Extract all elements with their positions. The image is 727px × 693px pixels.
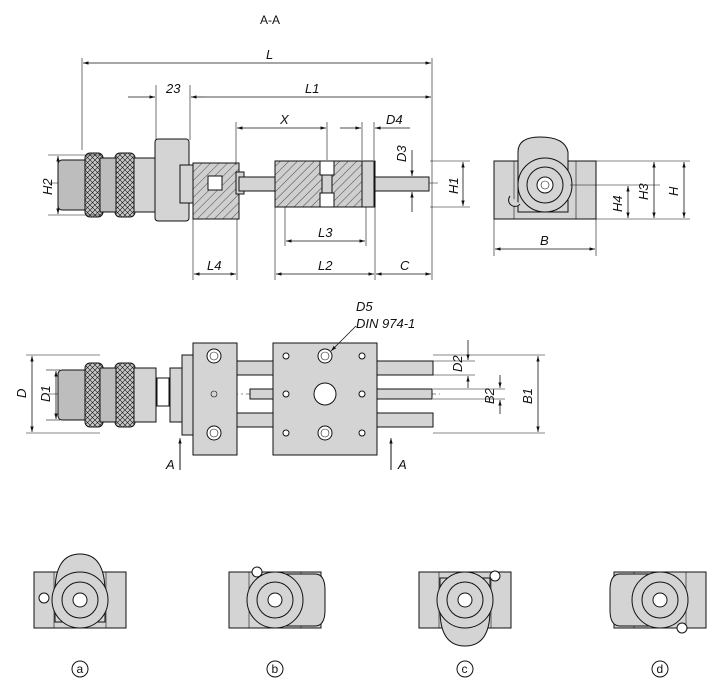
dim-label-H3: H3 bbox=[636, 183, 651, 200]
mounting-hole bbox=[206, 425, 222, 441]
variant-b bbox=[228, 566, 326, 629]
variant-c bbox=[418, 570, 512, 647]
section-marker-right: A bbox=[397, 457, 407, 472]
dim-label-H2: H2 bbox=[40, 178, 55, 195]
variant-label-c: c bbox=[456, 660, 474, 678]
dim-label-D3: D3 bbox=[394, 145, 409, 162]
dim-label-D: D bbox=[14, 389, 29, 398]
svg-text:a: a bbox=[77, 662, 84, 676]
fixed-block-section bbox=[192, 162, 240, 220]
dim-label-D5: D5 bbox=[356, 299, 373, 314]
dim-label-L: L bbox=[266, 47, 273, 62]
section-title: A-A bbox=[260, 13, 280, 27]
dim-label-L2: L2 bbox=[318, 258, 333, 273]
dim-label-D4: D4 bbox=[386, 112, 403, 127]
dim-label-L3: L3 bbox=[318, 225, 333, 240]
dim-label-L1: L1 bbox=[305, 81, 319, 96]
svg-text:c: c bbox=[462, 662, 468, 676]
dim-label-C: C bbox=[400, 258, 410, 273]
dim-label-B1: B1 bbox=[520, 388, 535, 404]
variant-a bbox=[33, 553, 127, 629]
dim-label-H: H bbox=[666, 186, 681, 196]
mounting-hole bbox=[317, 425, 333, 441]
mounting-hole bbox=[317, 348, 333, 364]
svg-text:b: b bbox=[272, 662, 279, 676]
variant-label-a: a bbox=[71, 660, 89, 678]
center-bore bbox=[313, 382, 337, 406]
dim-label-D2: D2 bbox=[450, 355, 465, 372]
handle-cap bbox=[57, 159, 89, 211]
section-marker-left: A bbox=[165, 457, 175, 472]
section-view-a-a: A-A L 23 L1 bbox=[40, 13, 470, 280]
din-standard-note: DIN 974-1 bbox=[356, 316, 415, 331]
side-view: H4 H3 H B bbox=[493, 136, 690, 256]
knurled-grip-plan-2 bbox=[114, 362, 136, 428]
dim-label-H1: H1 bbox=[446, 177, 461, 194]
variant-label-d: d bbox=[651, 660, 669, 678]
dim-label-X: X bbox=[279, 112, 290, 127]
dim-label-23: 23 bbox=[165, 81, 181, 96]
dim-label-B2: B2 bbox=[482, 387, 497, 404]
dim-label-L4: L4 bbox=[207, 258, 221, 273]
dim-label-H4: H4 bbox=[610, 195, 625, 212]
plan-view: D5 DIN 974-1 A A D D1 D2 B2 B1 bbox=[14, 299, 545, 472]
dim-label-B: B bbox=[540, 233, 549, 248]
svg-text:d: d bbox=[657, 662, 664, 676]
variant-d bbox=[609, 571, 707, 634]
mounting-hole bbox=[206, 348, 222, 364]
variant-label-b: b bbox=[266, 660, 284, 678]
dim-label-D1: D1 bbox=[38, 385, 53, 402]
knurled-grip-2 bbox=[114, 152, 136, 218]
